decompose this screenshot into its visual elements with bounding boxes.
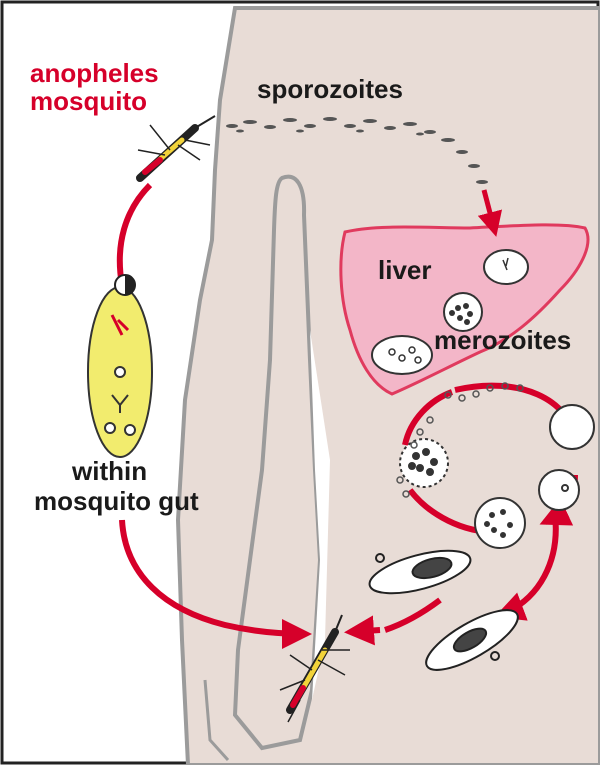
trophozoite-cell (475, 498, 525, 548)
schizont-blood-cell (400, 439, 448, 487)
label-mosquito-gut: mosquito gut (34, 486, 199, 516)
red-blood-cell (550, 405, 594, 449)
red-blood-cell (539, 470, 579, 510)
label-anopheles: anopheles (30, 58, 159, 88)
label-sporozoites: sporozoites (257, 74, 403, 104)
label-mosquito: mosquito (30, 86, 147, 116)
label-liver: liver (378, 255, 432, 285)
mosquito-icon (138, 116, 215, 178)
mosquito-gut (88, 275, 152, 457)
label-within: within (72, 456, 147, 486)
label-merozoites: merozoites (434, 325, 571, 355)
